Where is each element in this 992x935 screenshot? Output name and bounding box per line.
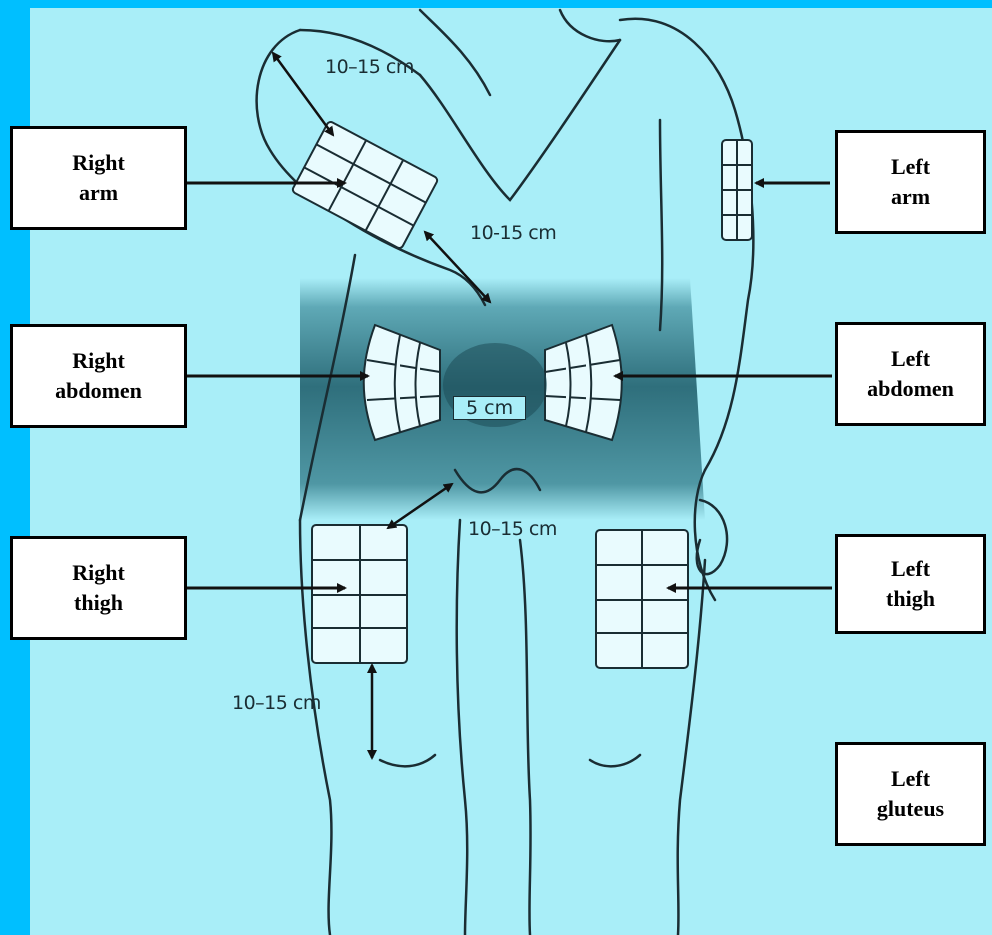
label-right-arm-line2: arm [79, 178, 118, 208]
label-left-arm: Left arm [835, 130, 986, 234]
label-left-arm-line2: arm [891, 182, 930, 212]
label-left-gluteus-line2: gluteus [877, 794, 944, 824]
label-left-thigh: Left thigh [835, 534, 986, 634]
label-right-thigh-line1: Right [72, 558, 125, 588]
measurement-groin-to-thigh: 10–15 cm [468, 518, 557, 540]
label-left-arm-line1: Left [891, 152, 930, 182]
label-left-gluteus: Left gluteus [835, 742, 986, 846]
label-right-thigh: Right thigh [10, 536, 187, 640]
label-left-abdomen-line2: abdomen [867, 374, 954, 404]
label-left-gluteus-line1: Left [891, 764, 930, 794]
label-right-abdomen-line1: Right [72, 346, 125, 376]
measurement-thigh-to-knee: 10–15 cm [232, 692, 321, 714]
label-left-abdomen: Left abdomen [835, 322, 986, 426]
label-left-thigh-line2: thigh [886, 584, 935, 614]
label-left-thigh-line1: Left [891, 554, 930, 584]
label-right-abdomen-line2: abdomen [55, 376, 142, 406]
measurement-abdomen-center: 5 cm [453, 396, 526, 420]
label-right-abdomen: Right abdomen [10, 324, 187, 428]
grid-left-arm [722, 140, 752, 240]
measurement-shoulder-to-arm: 10–15 cm [325, 56, 414, 78]
measurement-arm-to-abdomen: 10-15 cm [470, 222, 556, 244]
grid-left-thigh [596, 530, 688, 668]
label-right-arm-line1: Right [72, 148, 125, 178]
label-left-abdomen-line1: Left [891, 344, 930, 374]
grid-right-thigh [312, 525, 407, 663]
label-right-thigh-line2: thigh [74, 588, 123, 618]
label-right-arm: Right arm [10, 126, 187, 230]
